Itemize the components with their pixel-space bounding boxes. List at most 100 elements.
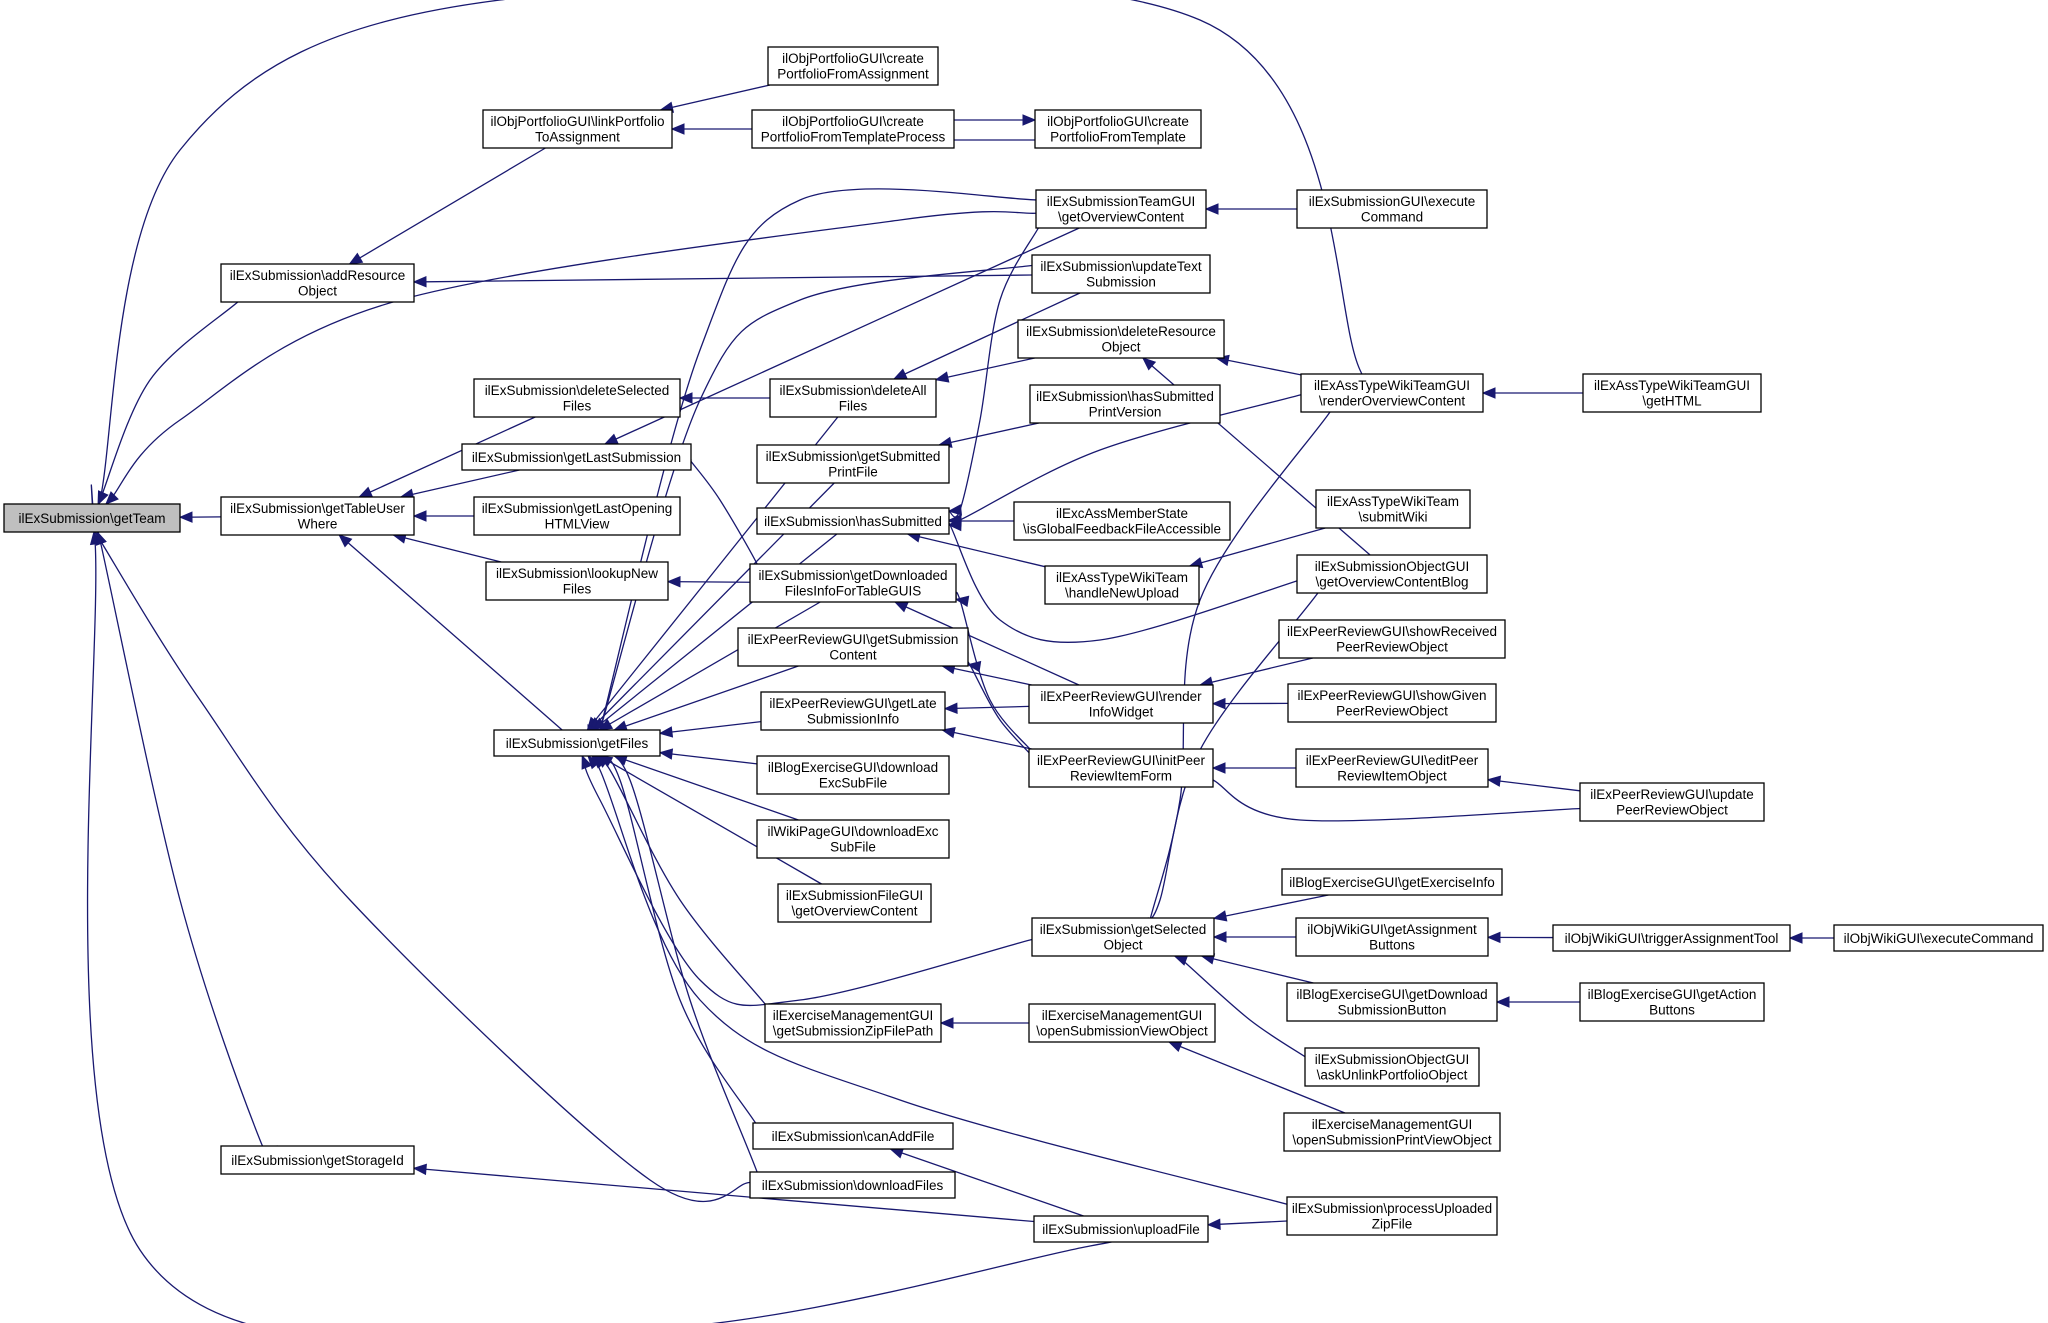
node-can-add-file[interactable]: ilExSubmission\canAddFile — [752, 1122, 954, 1150]
node-link-portfolio[interactable]: ilObjPortfolioGUI\linkPortfolioToAssignm… — [482, 109, 673, 149]
node-edit-peer-review-item-object[interactable]: ilExPeerReviewGUI\editPeerReviewItemObje… — [1295, 748, 1489, 788]
node-get-files[interactable]: ilExSubmission\getFiles — [493, 729, 661, 757]
node-get-last-submission[interactable]: ilExSubmission\getLastSubmission — [461, 443, 692, 471]
node-get-storage-id[interactable]: ilExSubmission\getStorageId — [220, 1145, 415, 1175]
call-edge — [1200, 657, 1313, 686]
node-label: ilExPeerReviewGUI\getSubmission — [748, 632, 959, 647]
node-box — [1286, 1196, 1498, 1236]
arrowhead — [1206, 1218, 1221, 1230]
node-label: ilExSubmission\getStorageId — [231, 1153, 404, 1168]
node-create-portfolio-from-template-process[interactable]: ilObjPortfolioGUI\createPortfolioFromTem… — [751, 109, 955, 149]
call-edge — [1487, 779, 1581, 792]
node-box — [1034, 109, 1202, 149]
call-edge — [1168, 1041, 1346, 1114]
node-box — [1286, 982, 1498, 1022]
node-wiki-team-get-html[interactable]: ilExAssTypeWikiTeamGUI\getHTML — [1582, 373, 1762, 413]
node-get-overview-content-blog[interactable]: ilExSubmissionObjectGUI\getOverviewConte… — [1296, 554, 1488, 594]
node-box — [1287, 683, 1497, 723]
node-show-received-peer-review-object[interactable]: ilExPeerReviewGUI\showReceivedPeerReview… — [1278, 619, 1506, 659]
node-show-given-peer-review-object[interactable]: ilExPeerReviewGUI\showGivenPeerReviewObj… — [1287, 683, 1497, 723]
call-edge — [595, 753, 764, 1194]
node-file-gui-get-overview-content[interactable]: ilExSubmissionFileGUI\getOverviewContent — [777, 883, 932, 923]
arrowhead — [587, 755, 601, 770]
node-get-team[interactable]: ilExSubmission\getTeam — [3, 503, 181, 533]
node-label: \getHTML — [1642, 394, 1702, 409]
node-create-portfolio-from-template[interactable]: ilObjPortfolioGUI\createPortfolioFromTem… — [1034, 109, 1202, 149]
node-label: ilBlogExerciseGUI\getAction — [1588, 987, 1757, 1002]
node-label: ilObjPortfolioGUI\create — [782, 114, 924, 129]
node-get-exercise-info[interactable]: ilBlogExerciseGUI\getExerciseInfo — [1281, 868, 1503, 896]
node-label: ilExPeerReviewGUI\editPeer — [1306, 753, 1479, 768]
arrowhead — [678, 392, 693, 404]
node-box — [1033, 1215, 1209, 1243]
node-label: Command — [1361, 210, 1423, 225]
call-edge — [591, 753, 765, 1141]
node-label: PortfolioFromTemplate — [1050, 130, 1186, 145]
arrowhead — [1212, 910, 1228, 922]
node-box — [1315, 489, 1471, 529]
call-edge — [1213, 894, 1329, 920]
node-upload-file[interactable]: ilExSubmission\uploadFile — [1033, 1215, 1209, 1243]
node-box — [756, 444, 950, 484]
node-ask-unlink-portfolio-object[interactable]: ilExSubmissionObjectGUI\askUnlinkPortfol… — [1304, 1047, 1480, 1087]
node-download-files[interactable]: ilExSubmission\downloadFiles — [749, 1171, 956, 1199]
node-label: ilExSubmissionTeamGUI — [1047, 194, 1196, 209]
node-label: Buttons — [1649, 1003, 1695, 1018]
node-label: ilBlogExerciseGUI\getDownload — [1296, 987, 1487, 1002]
call-edge — [935, 357, 1035, 381]
arrowhead — [1486, 775, 1502, 787]
node-create-portfolio-from-assignment[interactable]: ilObjPortfolioGUI\createPortfolioFromAss… — [767, 46, 939, 86]
node-wiki-execute-command[interactable]: ilObjWikiGUI\executeCommand — [1833, 924, 2044, 952]
node-label: ilExSubmission\getSubmitted — [766, 449, 941, 464]
node-execute-command[interactable]: ilExSubmissionGUI\executeCommand — [1296, 189, 1488, 229]
arrowhead — [670, 123, 685, 135]
node-label: ilObjWikiGUI\triggerAssignmentTool — [1565, 931, 1779, 946]
node-label: Where — [298, 517, 338, 532]
node-box — [220, 263, 415, 303]
node-get-download-submission-button[interactable]: ilBlogExerciseGUI\getDownloadSubmissionB… — [1286, 982, 1498, 1022]
arrowhead — [934, 371, 950, 383]
node-get-downloaded-files-info[interactable]: ilExSubmission\getDownloadedFilesInfoFor… — [749, 563, 957, 603]
node-is-global-feedback-file-accessible[interactable]: ilExcAssMemberState\isGlobalFeedbackFile… — [1013, 501, 1231, 541]
node-get-submission-zip-file-path[interactable]: ilExerciseManagementGUI\getSubmissionZip… — [764, 1003, 942, 1043]
node-render-overview-content[interactable]: ilExAssTypeWikiTeamGUI\renderOverviewCon… — [1300, 373, 1484, 413]
node-label: PrintVersion — [1089, 405, 1162, 420]
node-open-submission-print-view-object[interactable]: ilExerciseManagementGUI\openSubmissionPr… — [1283, 1112, 1501, 1152]
call-edge — [659, 751, 758, 765]
call-edge — [1147, 397, 1341, 929]
node-handle-new-upload[interactable]: ilExAssTypeWikiTeam\handleNewUpload — [1044, 565, 1200, 605]
call-edge — [95, 294, 246, 511]
arrowhead — [1481, 387, 1496, 399]
node-has-submitted[interactable]: ilExSubmission\hasSubmitted — [756, 507, 950, 535]
call-edge — [349, 147, 546, 265]
node-open-submission-view-object[interactable]: ilExerciseManagementGUI\openSubmissionVi… — [1028, 1003, 1216, 1043]
node-label: ToAssignment — [535, 130, 620, 145]
node-label: \renderOverviewContent — [1319, 394, 1466, 409]
node-label: \getOverviewContent — [791, 904, 917, 919]
node-team-gui-get-overview-content[interactable]: ilExSubmissionTeamGUI\getOverviewContent — [1035, 189, 1207, 229]
node-trigger-assignment-tool[interactable]: ilObjWikiGUI\triggerAssignmentTool — [1552, 924, 1791, 952]
node-submit-wiki[interactable]: ilExAssTypeWikiTeam\submitWiki — [1315, 489, 1471, 529]
